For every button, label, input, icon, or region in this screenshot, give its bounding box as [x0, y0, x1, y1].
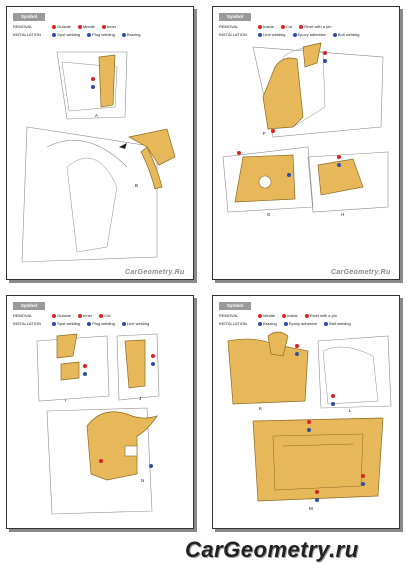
diagram-wheelhouse-panel [222, 42, 389, 213]
legend-item: Line welding [126, 321, 150, 326]
install-dot-icon [324, 321, 329, 326]
removal-dot-icon [52, 24, 57, 29]
install-dot-icon [87, 321, 92, 326]
legend-item: Outside [57, 24, 71, 29]
figure-label: B [135, 183, 139, 188]
install-dot-icon [292, 32, 297, 37]
removal-dot-icon [99, 313, 104, 318]
removal-dot-icon [52, 313, 57, 318]
legend-item: Cut [104, 313, 111, 318]
legend-item: Brazing [263, 321, 277, 326]
figure-label: J [139, 396, 142, 401]
figure-label: M [309, 506, 313, 511]
legend-removal-row: REMOVAL Outside Middle Inner [13, 24, 122, 29]
legend-header: Symbol Meaning [13, 302, 45, 316]
legend-installation-row: INSTALLATION Spot welding Plug welding L… [13, 321, 155, 326]
legend-installation-label: INSTALLATION [13, 321, 41, 326]
legend-installation-label: INSTALLATION [219, 32, 247, 37]
install-dot-icon [121, 32, 126, 37]
figure-label: N [141, 478, 145, 483]
legend-item: Epoxy adhesive [288, 321, 318, 326]
legend-item: Spot welding [57, 321, 81, 326]
legend-removal-label: REMOVAL [219, 313, 239, 318]
site-watermark: CarGeometry.ru [185, 537, 359, 562]
install-dot-icon [283, 321, 288, 326]
manual-page-2: Symbol Meaning REMOVAL Inside Cut Rivet … [212, 6, 400, 280]
legend-item: Outside [57, 313, 71, 318]
diagram-rear-floor-panel [227, 331, 392, 502]
install-dot-icon [258, 32, 263, 37]
install-dot-icon [332, 32, 337, 37]
legend-item: Spot welding [57, 32, 81, 37]
legend-item: Inside [263, 24, 274, 29]
legend-item: Middle [263, 313, 275, 318]
legend-removal-label: REMOVAL [219, 24, 239, 29]
legend-removal-label: REMOVAL [13, 313, 33, 318]
legend-installation-row: INSTALLATION Line welding Epoxy adhesive… [219, 32, 365, 37]
legend-installation-row: INSTALLATION Brazing Epoxy adhesive Bolt… [219, 321, 357, 326]
figure-label: F [263, 131, 266, 136]
install-dot-icon [87, 32, 92, 37]
diagram-pillar-panel [36, 333, 160, 515]
diagram-quarter-inner-panel [21, 51, 176, 263]
install-dot-icon [258, 321, 263, 326]
legend-installation-label: INSTALLATION [219, 321, 247, 326]
legend-item: Plug welding [92, 32, 115, 37]
legend-item: Brazing [126, 32, 141, 37]
manual-page-1: Symbol Meaning REMOVAL Outside Middle In… [6, 6, 194, 280]
removal-dot-icon [258, 24, 263, 29]
removal-dot-icon [78, 24, 83, 29]
legend-item: Inner [83, 313, 93, 318]
figure-label: A [95, 113, 99, 118]
legend-item: Inside [287, 313, 298, 318]
legend-item: Line welding [263, 32, 286, 37]
legend-item: Bolt welding [329, 321, 351, 326]
removal-dot-icon [258, 313, 263, 318]
legend-removal-row: REMOVAL Inside Cut Rivet with a pin [219, 24, 337, 29]
figure-label: K [259, 406, 263, 411]
legend-removal-row: REMOVAL Outside Inner Cut [13, 313, 117, 318]
removal-dot-icon [78, 313, 83, 318]
manual-page-4: Symbol Meaning REMOVAL Middle Inside Riv… [212, 295, 400, 529]
install-dot-icon [52, 321, 57, 326]
legend-item: Rivet with a pin [304, 24, 332, 29]
manual-page-3: Symbol Meaning REMOVAL Outside Inner Cut… [6, 295, 194, 529]
legend-item: Middle [83, 24, 95, 29]
legend-header: Symbol Meaning [13, 13, 45, 27]
legend-item: Epoxy adhesive [297, 32, 326, 37]
legend-item: Inner [106, 24, 117, 29]
removal-dot-icon [101, 24, 106, 29]
page-watermark: CarGeometry.Ru [331, 269, 391, 276]
figure-label: I [65, 398, 67, 403]
legend-removal-label: REMOVAL [13, 24, 33, 29]
legend-header: Symbol Meaning [219, 13, 251, 27]
removal-dot-icon [282, 313, 287, 318]
legend-item: Rivet with a pin [309, 313, 337, 318]
figure-label: L [349, 408, 352, 413]
install-dot-icon [121, 321, 126, 326]
removal-dot-icon [299, 24, 304, 29]
figure-label: G [267, 212, 271, 217]
legend-removal-row: REMOVAL Middle Inside Rivet with a pin [219, 313, 343, 318]
legend-installation-row: INSTALLATION Spot welding Plug welding B… [13, 32, 147, 37]
install-dot-icon [52, 32, 57, 37]
legend-header: Symbol Meaning [219, 302, 251, 316]
page-watermark: CarGeometry.Ru [125, 269, 185, 276]
removal-dot-icon [304, 313, 309, 318]
legend-installation-label: INSTALLATION [13, 32, 41, 37]
removal-dot-icon [280, 24, 285, 29]
legend-item: Bolt welding [337, 32, 360, 37]
legend-item: Cut [285, 24, 293, 29]
legend-item: Plug welding [92, 321, 115, 326]
figure-label: H [341, 212, 345, 217]
